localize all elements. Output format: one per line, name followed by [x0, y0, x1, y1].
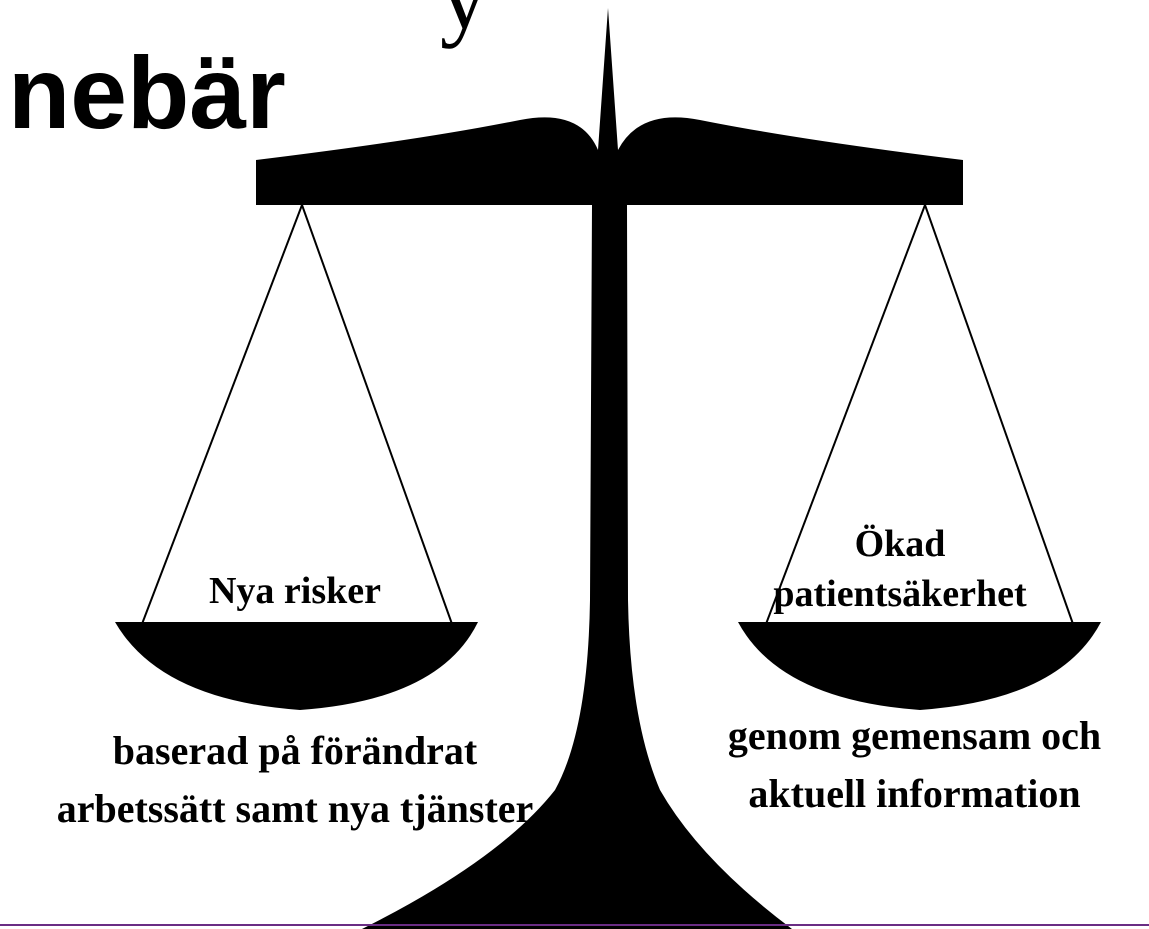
- left-description-line-2: arbetssätt samt nya tjänster: [56, 786, 534, 831]
- right-pan-label-line-1: Ökad: [854, 523, 946, 565]
- right-pan-label-line-2: patientsäkerhet: [773, 573, 1027, 615]
- left-pan: [115, 622, 478, 710]
- right-pan-label: Ökad patientsäkerhet: [740, 519, 1060, 619]
- title-fragment: y: [440, 0, 488, 44]
- left-pan-label: Nya risker: [208, 570, 382, 612]
- scale-beam: [256, 8, 963, 205]
- right-description-line-2: aktuell information: [748, 771, 1081, 816]
- scale-stand: [362, 205, 792, 929]
- left-description-line-1: baserad på förändrat: [112, 728, 478, 773]
- right-chain-left: [765, 204, 926, 625]
- left-chain-right: [301, 204, 453, 625]
- right-description: genom gemensam och aktuell information: [680, 707, 1149, 823]
- left-chain-left: [141, 204, 303, 625]
- footer-divider: [0, 924, 1149, 926]
- right-pan: [738, 622, 1101, 710]
- slide-title: nebär: [8, 36, 286, 150]
- left-description: baserad på förändrat arbetssätt samt nya…: [0, 722, 590, 838]
- right-description-line-1: genom gemensam och: [727, 713, 1102, 758]
- right-chain-right: [924, 204, 1074, 625]
